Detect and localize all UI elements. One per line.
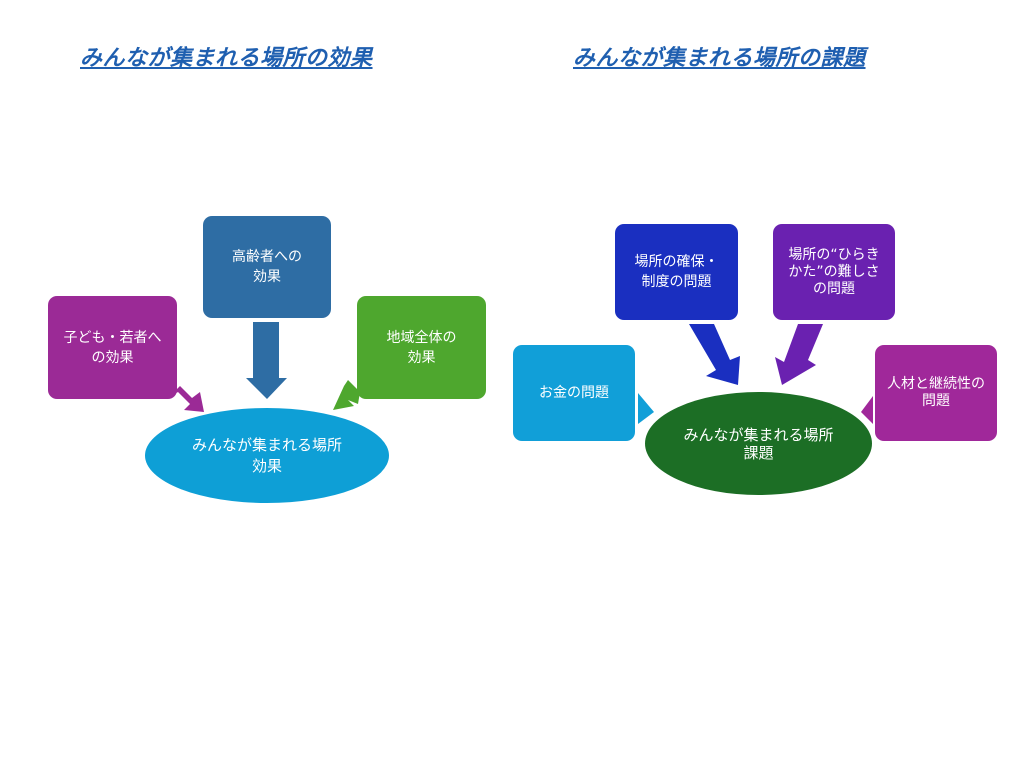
arrow-from-community: [333, 380, 360, 410]
box-place-system-issue: 場所の確保・ 制度の問題: [615, 224, 738, 320]
box-youth-effect: 子ども・若者へ の効果: [48, 296, 177, 399]
box-people-continuity-issue: 人材と継続性の 問題: [875, 345, 997, 441]
arrow-from-money: [638, 393, 654, 424]
box-community-effect: 地域全体の 効果: [357, 296, 486, 399]
center-issue-ellipse: みんなが集まれる場所 課題: [645, 392, 872, 495]
arrow-from-youth: [168, 386, 204, 412]
arrow-from-place: [689, 324, 740, 385]
box-opening-difficulty-issue: 場所の“ひらき かた”の難しさ の問題: [773, 224, 895, 320]
right-title: みんなが集まれる場所の課題: [573, 46, 866, 71]
left-title: みんなが集まれる場所の効果: [80, 46, 373, 71]
box-elderly-effect: 高齢者への 効果: [203, 216, 331, 318]
box-money-issue: お金の問題: [513, 345, 635, 441]
arrow-from-opening: [775, 324, 823, 385]
arrow-from-people: [861, 396, 873, 424]
center-effect-ellipse: みんなが集まれる場所 効果: [145, 408, 389, 503]
arrow-from-elderly: [246, 322, 287, 399]
